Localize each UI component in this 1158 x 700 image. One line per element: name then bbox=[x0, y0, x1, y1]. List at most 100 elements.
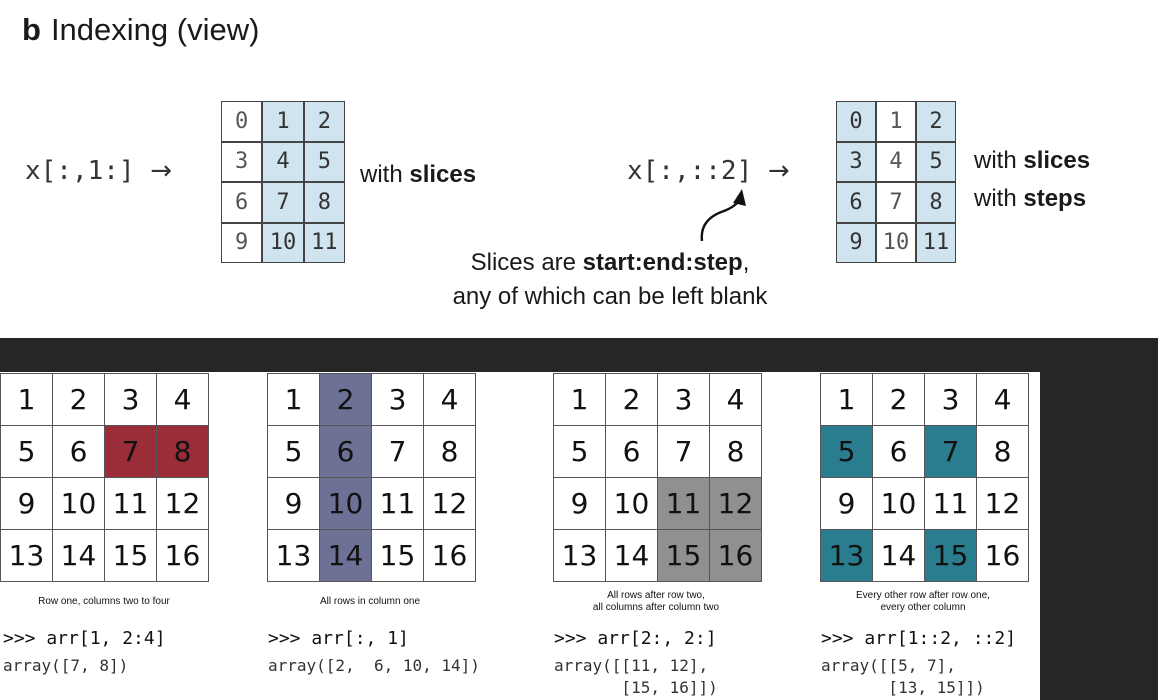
array-cell: 10 bbox=[320, 478, 372, 530]
array-cell: 7 bbox=[658, 426, 710, 478]
title-text: Indexing (view) bbox=[50, 12, 260, 47]
caption-panel-2: All rows in column one bbox=[319, 596, 421, 607]
array-cell: 11 bbox=[105, 478, 157, 530]
array-cell: 14 bbox=[53, 530, 105, 582]
code-expression-panel-4: >>> arr[1::2, ::2] bbox=[821, 628, 1017, 649]
array-cell: 11 bbox=[304, 223, 344, 262]
array-cell: 6 bbox=[320, 426, 372, 478]
array-cell: 9 bbox=[821, 478, 873, 530]
array-cell: 7 bbox=[877, 183, 915, 222]
array-cell: 8 bbox=[917, 183, 955, 222]
array-cell: 8 bbox=[977, 426, 1029, 478]
array-cell: 5 bbox=[821, 426, 873, 478]
array-cell: 9 bbox=[268, 478, 320, 530]
array-cell: 9 bbox=[1, 478, 53, 530]
array-cell: 16 bbox=[977, 530, 1029, 582]
label-with-slices-right: with slices bbox=[974, 147, 1091, 174]
caption-panel-3: All rows after row two, all columns afte… bbox=[592, 590, 720, 613]
array-cell: 14 bbox=[606, 530, 658, 582]
array-cell: 3 bbox=[658, 374, 710, 426]
array-cell: 11 bbox=[917, 223, 955, 262]
array-cell: 2 bbox=[320, 374, 372, 426]
array-cell: 1 bbox=[877, 102, 915, 141]
array-cell: 1 bbox=[268, 374, 320, 426]
array-cell: 1 bbox=[554, 374, 606, 426]
figure-title: b Indexing (view) bbox=[22, 12, 259, 48]
array-cell: 3 bbox=[925, 374, 977, 426]
array-cell: 0 bbox=[222, 102, 262, 141]
array-cell: 6 bbox=[837, 183, 875, 222]
array-cell: 2 bbox=[606, 374, 658, 426]
array-cell: 14 bbox=[320, 530, 372, 582]
array-cell: 8 bbox=[304, 183, 344, 222]
array-cell: 3 bbox=[105, 374, 157, 426]
array-cell: 7 bbox=[925, 426, 977, 478]
array-cell: 4 bbox=[710, 374, 762, 426]
array-cell: 9 bbox=[222, 223, 262, 262]
array-cell: 15 bbox=[925, 530, 977, 582]
slice-expression-right: x[:,::2] → bbox=[627, 156, 790, 186]
code-result-panel-4: array([[5, 7], [13, 15]]) bbox=[821, 656, 985, 697]
caption-panel-4: Every other row after row one, every oth… bbox=[856, 590, 990, 613]
array-cell: 16 bbox=[424, 530, 476, 582]
label-with-steps-right: with steps bbox=[974, 185, 1087, 212]
array-cell: 8 bbox=[710, 426, 762, 478]
array-cell: 16 bbox=[710, 530, 762, 582]
array-cell: 6 bbox=[873, 426, 925, 478]
array-cell: 1 bbox=[821, 374, 873, 426]
array-cell: 5 bbox=[268, 426, 320, 478]
array-cell: 4 bbox=[157, 374, 209, 426]
label-with-slices-left: with slices bbox=[360, 161, 477, 188]
array-cell: 15 bbox=[372, 530, 424, 582]
array-cell: 11 bbox=[372, 478, 424, 530]
arrow-right-icon: → bbox=[150, 156, 173, 186]
caption-panel-1: Row one, columns two to four bbox=[38, 596, 170, 607]
array-cell: 5 bbox=[554, 426, 606, 478]
array-cell: 12 bbox=[977, 478, 1029, 530]
array-cell: 5 bbox=[304, 142, 344, 181]
array-cell: 10 bbox=[53, 478, 105, 530]
array-cell: 12 bbox=[710, 478, 762, 530]
array-cell: 13 bbox=[554, 530, 606, 582]
expr-text: x[:,::2] bbox=[627, 156, 753, 186]
array-cell: 4 bbox=[877, 142, 915, 181]
array-cell: 14 bbox=[873, 530, 925, 582]
note-line-2: any of which can be left blank bbox=[452, 283, 768, 310]
array-cell: 6 bbox=[222, 183, 262, 222]
array-cell: 13 bbox=[268, 530, 320, 582]
array-cell: 2 bbox=[53, 374, 105, 426]
code-expression-panel-2: >>> arr[:, 1] bbox=[268, 628, 409, 649]
panel-letter: b bbox=[22, 12, 41, 47]
slices-note: Slices are start:end:step, any of which … bbox=[400, 246, 820, 314]
array-cell: 15 bbox=[658, 530, 710, 582]
array-cell: 7 bbox=[263, 183, 303, 222]
array-cell: 6 bbox=[53, 426, 105, 478]
code-result-panel-2: array([2, 6, 10, 14]) bbox=[268, 656, 480, 675]
array-cell: 7 bbox=[372, 426, 424, 478]
array-cell: 0 bbox=[837, 102, 875, 141]
array-cell: 3 bbox=[222, 142, 262, 181]
expr-text: x[:,1:] bbox=[25, 156, 135, 186]
array-cell: 12 bbox=[424, 478, 476, 530]
array-cell: 13 bbox=[821, 530, 873, 582]
array-cell: 16 bbox=[157, 530, 209, 582]
array-cell: 10 bbox=[606, 478, 658, 530]
array-cell: 2 bbox=[873, 374, 925, 426]
code-expression-panel-1: >>> arr[1, 2:4] bbox=[3, 628, 166, 649]
slice-expression-left: x[:,1:] → bbox=[25, 156, 172, 186]
array-cell: 4 bbox=[977, 374, 1029, 426]
array-cell: 2 bbox=[917, 102, 955, 141]
code-result-panel-1: array([7, 8]) bbox=[3, 656, 129, 675]
array-cell: 6 bbox=[606, 426, 658, 478]
array-cell: 3 bbox=[372, 374, 424, 426]
array-cell: 15 bbox=[105, 530, 157, 582]
array-cell: 9 bbox=[837, 223, 875, 262]
code-result-panel-3: array([[11, 12], [15, 16]]) bbox=[554, 656, 718, 697]
array-cell: 3 bbox=[837, 142, 875, 181]
array-cell: 8 bbox=[424, 426, 476, 478]
array-cell: 10 bbox=[873, 478, 925, 530]
